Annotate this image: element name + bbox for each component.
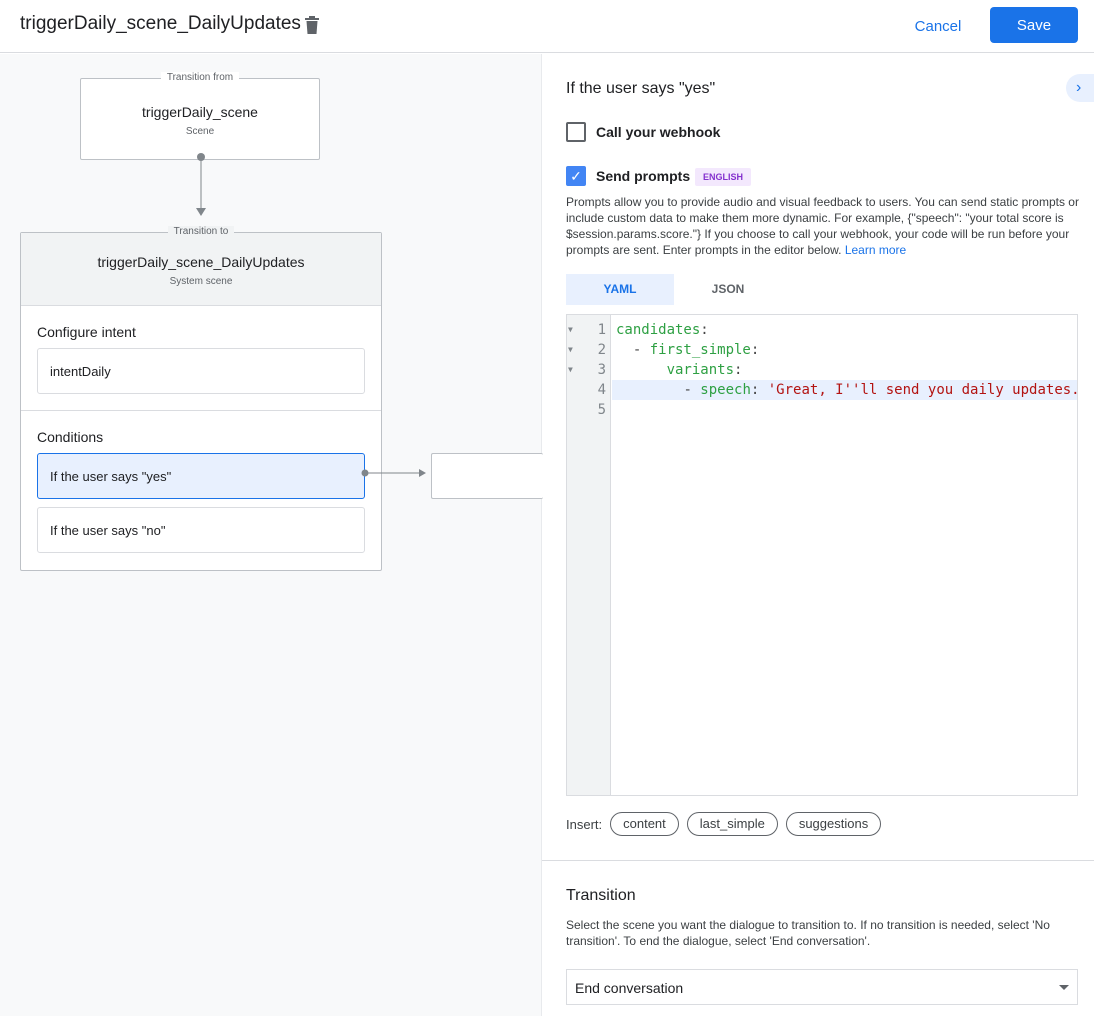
- tab-json[interactable]: JSON: [711, 282, 745, 296]
- transition-arrow: [196, 153, 206, 216]
- code-editor[interactable]: ▼1 ▼2 ▼3 4 5 candidates: - first_simple: var…: [566, 314, 1078, 796]
- webhook-checkbox[interactable]: [566, 122, 586, 142]
- line-number: ▼3: [568, 362, 606, 378]
- to-caption: Transition to: [167, 226, 235, 237]
- prompts-description: Prompts allow you to provide audio and v…: [566, 194, 1086, 258]
- to-scene-name: triggerDaily_scene_DailyUpdates: [97, 254, 305, 270]
- fold-arrow-icon[interactable]: ▼: [568, 365, 573, 374]
- save-button[interactable]: Save: [990, 7, 1078, 43]
- condition-yes[interactable]: If the user says "yes": [37, 453, 365, 499]
- panel-title: If the user says "yes": [566, 80, 716, 97]
- dropdown-arrow-icon: [1059, 985, 1069, 990]
- insert-label: Insert:: [566, 816, 603, 832]
- learn-more-link[interactable]: Learn more: [844, 243, 907, 257]
- transition-select[interactable]: End conversation: [566, 969, 1078, 1005]
- configure-intent-label: Configure intent: [37, 324, 136, 340]
- prompts-label: Send prompts: [596, 168, 691, 184]
- line-number: 4: [597, 382, 606, 398]
- to-scene-node: Transition to triggerDaily_scene_DailyUp…: [20, 226, 382, 571]
- from-scene-type: Scene: [185, 126, 215, 137]
- prompts-checkbox[interactable]: ✓: [566, 166, 586, 186]
- format-tabs: YAML JSON: [566, 274, 782, 305]
- target-node[interactable]: [431, 453, 543, 499]
- line-gutter: ▼1 ▼2 ▼3 4 5: [567, 315, 611, 795]
- fold-arrow-icon[interactable]: ▼: [568, 325, 573, 334]
- transition-description: Select the scene you want the dialogue t…: [566, 918, 1050, 948]
- divider: [542, 860, 1094, 861]
- insert-chip-content[interactable]: content: [610, 812, 679, 836]
- code-line: - speech: 'Great, I''ll send you daily u…: [612, 380, 1077, 400]
- code-line: - first_simple:: [632, 342, 760, 358]
- code-line: candidates:: [616, 322, 709, 338]
- flow-canvas: Transition from triggerDaily_scene Scene…: [0, 54, 543, 1016]
- page-title: triggerDaily_scene_DailyUpdates: [20, 13, 301, 34]
- insert-chip-suggestions[interactable]: suggestions: [785, 812, 882, 836]
- insert-chip-last-simple[interactable]: last_simple: [686, 812, 778, 836]
- header: triggerDaily_scene_DailyUpdates Cancel S…: [0, 0, 1094, 53]
- chevron-right-icon[interactable]: ›: [1066, 74, 1094, 102]
- line-number: ▼1: [568, 322, 606, 338]
- line-number: ▼2: [568, 342, 606, 358]
- language-badge: ENGLISH: [695, 168, 752, 186]
- description-text: Prompts allow you to provide audio and v…: [566, 195, 1079, 257]
- code-line: [612, 400, 1077, 420]
- conditions-label: Conditions: [37, 429, 104, 445]
- from-scene-node[interactable]: Transition from triggerDaily_scene Scene: [80, 72, 320, 160]
- transition-value: End conversation: [575, 980, 684, 996]
- transition-title: Transition: [566, 887, 636, 904]
- trash-icon[interactable]: [304, 15, 320, 35]
- to-scene-type: System scene: [169, 276, 233, 287]
- fold-arrow-icon[interactable]: ▼: [568, 345, 573, 354]
- tab-yaml[interactable]: YAML: [566, 274, 674, 305]
- intent-item[interactable]: intentDaily: [37, 348, 365, 394]
- detail-panel: › If the user says "yes" Call your webho…: [542, 54, 1094, 1016]
- from-scene-name: triggerDaily_scene: [142, 104, 258, 120]
- webhook-label: Call your webhook: [596, 124, 721, 140]
- cancel-button[interactable]: Cancel: [905, 10, 971, 42]
- from-caption: Transition from: [160, 72, 240, 83]
- insert-bar: Insert: content last_simple suggestions: [566, 812, 882, 836]
- line-number: 5: [597, 402, 606, 418]
- check-icon: ✓: [570, 168, 582, 184]
- condition-arrow: [361, 469, 426, 477]
- condition-no[interactable]: If the user says "no": [37, 507, 365, 553]
- code-line: variants:: [666, 362, 743, 378]
